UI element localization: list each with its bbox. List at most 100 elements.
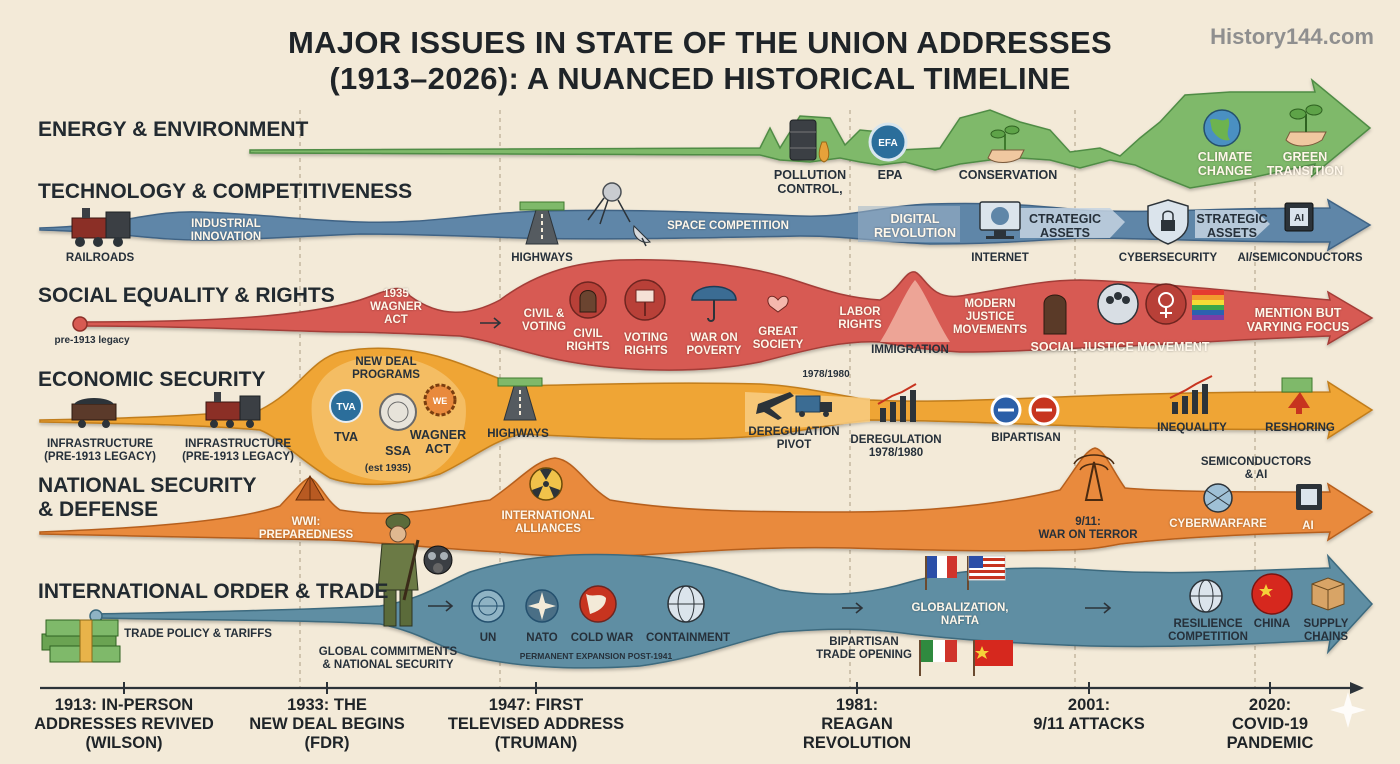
- label-civil-voting: CIVIL &VOTING: [522, 308, 566, 334]
- pre1913-dot: [72, 316, 88, 332]
- epa-badge-icon: EFA: [868, 122, 908, 162]
- label-line: DEREGULATION: [850, 434, 942, 446]
- tva-seal-icon: TVA: [329, 389, 363, 423]
- label-line: CIVIL &: [523, 308, 565, 320]
- band-label-economic: ECONOMIC SECURITY: [38, 368, 266, 391]
- raised-fist-icon: [569, 281, 607, 319]
- label-line: MOVEMENTS: [952, 324, 1028, 336]
- ssa-seal-icon: [379, 393, 417, 431]
- label-line: INFRASTRUCTURE: [46, 438, 154, 450]
- band-label-social: SOCIAL EQUALITY & RIGHTS: [38, 284, 335, 307]
- wagner-gear-text: WE: [433, 396, 448, 406]
- label-line: SUPPLY: [1303, 618, 1349, 630]
- social-band: [79, 259, 1374, 371]
- sparkle-icon: [1330, 692, 1366, 728]
- label-line: (PRE-1913 LEGACY): [182, 451, 294, 463]
- china-flag-small-icon: [973, 640, 1013, 676]
- resilience-globe-icon: [1189, 579, 1223, 613]
- ai-chip-defense-icon: [1296, 484, 1322, 510]
- milestone-line: REVOLUTION: [802, 734, 912, 752]
- label-tva: TVA: [333, 430, 359, 444]
- label-dereg-year-top: 1978/1980: [802, 369, 850, 380]
- label-china: CHINA: [1253, 618, 1291, 630]
- label-line: 1935: [383, 288, 409, 300]
- label-line: GREEN: [1282, 150, 1328, 164]
- ai-chip-icon: AI: [1284, 202, 1314, 232]
- rising-chart-icon: [1169, 375, 1213, 414]
- milestone-line: (WILSON): [85, 734, 163, 752]
- label-global-commitments: GLOBAL COMMITMENTS& NATIONAL SECURITY: [319, 646, 457, 672]
- label-line: ASSETS: [1206, 226, 1258, 240]
- label-line: 1978/1980: [868, 447, 924, 459]
- satellite-sputnik-icon: [587, 182, 631, 225]
- label-line: MENTION BUT: [1254, 306, 1342, 320]
- money-arrow-icon: [1281, 377, 1313, 414]
- label-line: ACT: [384, 314, 408, 326]
- label-line: GLOBALIZATION,: [911, 602, 1009, 614]
- women-symbol-icon: [1145, 283, 1187, 325]
- ctrategic-assets-arrow: [1020, 208, 1125, 238]
- label-line: VOTING: [623, 332, 669, 344]
- label-line: POVERTY: [686, 345, 742, 357]
- bar-chart-icon: [877, 383, 917, 422]
- label-line: ACT: [425, 442, 451, 456]
- international-band: [94, 553, 1374, 669]
- tva-seal-text: TVA: [336, 402, 355, 413]
- label-reshoring: RESHORING: [1265, 422, 1335, 434]
- milestone-line: COVID-19: [1231, 715, 1309, 733]
- label-line: WAR ON TERROR: [1038, 529, 1138, 541]
- money-stack-icon: [41, 619, 121, 663]
- label-highways-econ: HIGHWAYS: [487, 428, 549, 440]
- cyber-network-icon: [1203, 483, 1233, 513]
- label-cold-war: COLD WAR: [570, 632, 634, 644]
- train-icon: [71, 208, 131, 247]
- label-pre1913-legacy: pre-1913 legacy: [54, 335, 130, 346]
- china-flag-circle-icon: [1251, 573, 1293, 615]
- france-flag-icon: [925, 556, 957, 590]
- label-permanent-expansion: PERMANENT EXPANSION POST-1941: [519, 651, 673, 661]
- label-ww1-preparedness: WWI:PREPAREDNESS: [259, 516, 353, 542]
- label-line: INFRASTRUCTURE: [184, 438, 292, 450]
- milestone-line: NEW DEAL BEGINS: [249, 715, 405, 733]
- raised-fist-modern-icon: [1043, 294, 1067, 335]
- label-line: DEREGULATION: [748, 426, 840, 438]
- national-band: [39, 447, 1374, 558]
- highway-road-icon: [519, 201, 565, 245]
- label-infrastructure-2: INFRASTRUCTURE(PRE-1913 LEGACY): [182, 438, 294, 464]
- label-bipartisan: BIPARTISAN: [991, 432, 1061, 444]
- label-line: VOTING: [521, 321, 567, 333]
- label-line: PIVOT: [776, 439, 812, 451]
- label-cyberwarfare: CYBERWARFARE: [1169, 518, 1267, 530]
- label-line: LABOR: [839, 306, 881, 318]
- supply-box-icon: [1311, 577, 1345, 611]
- title-line-1: MAJOR ISSUES IN STATE OF THE UNION ADDRE…: [288, 25, 1112, 60]
- ai-chip-text: AI: [1294, 213, 1304, 224]
- label-ssa: SSA: [385, 444, 411, 458]
- milestone-line: PANDEMIC: [1226, 734, 1314, 752]
- label-internet: INTERNET: [971, 252, 1029, 264]
- pride-flag-icon: [1192, 290, 1224, 320]
- democrat-donkey-icon: [990, 394, 1022, 426]
- label-line: GREAT: [758, 326, 798, 338]
- label-est-1935: (est 1935): [364, 463, 412, 474]
- cold-war-globe-icon: [579, 585, 617, 623]
- label-cybersecurity: CYBERSECURITY: [1118, 252, 1218, 264]
- strategic-assets-arrow: [1195, 210, 1270, 238]
- label-line: SEMICONDUCTORS: [1200, 456, 1312, 468]
- milestone-line: 1981:: [835, 696, 879, 714]
- label-ai-defense: AI: [1302, 520, 1314, 532]
- label-line: NAFTA: [940, 615, 980, 627]
